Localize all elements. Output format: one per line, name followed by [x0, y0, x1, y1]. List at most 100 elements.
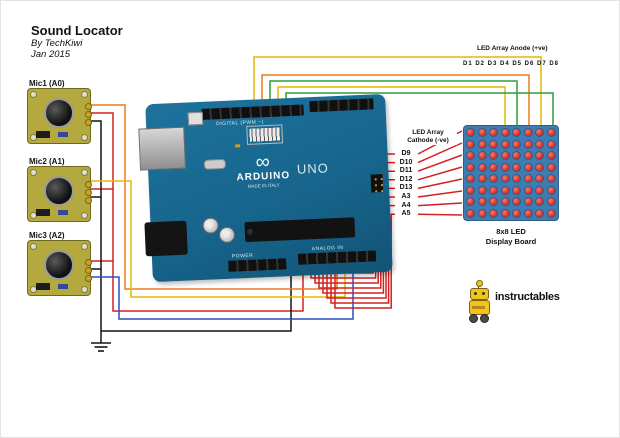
cathode-pin-label: A3 — [395, 193, 417, 201]
cathode-pin-label: D13 — [395, 184, 417, 193]
led-dot — [490, 175, 498, 183]
led-dot — [536, 152, 544, 160]
led-dot — [536, 175, 544, 183]
mounting-hole — [81, 212, 88, 219]
mounting-hole — [30, 243, 37, 250]
author-line: By TechKiwi — [31, 38, 83, 49]
crystal-oscillator — [203, 158, 227, 170]
led-dot — [513, 198, 521, 206]
led-dot — [547, 175, 555, 183]
cathode-pin-label: D12 — [395, 175, 417, 184]
led-dot — [501, 129, 509, 137]
title-block: Sound Locator By TechKiwi Jan 2015 — [31, 23, 123, 60]
led-dot — [478, 129, 486, 137]
cathode-wire — [417, 142, 463, 164]
cathode-wire — [417, 166, 463, 181]
amp-chip — [36, 283, 50, 290]
cathode-wire — [330, 204, 395, 304]
led-dot — [490, 186, 498, 194]
microphone-capsule — [44, 98, 74, 128]
led-dot — [478, 186, 486, 194]
cathode-wire — [417, 190, 463, 198]
led-dot — [547, 198, 555, 206]
mic2-signal-wire — [89, 180, 346, 298]
white-sticker — [246, 124, 284, 145]
capacitor — [202, 217, 219, 234]
instructables-wordmark: instructables — [495, 291, 560, 303]
power-bus-wire — [89, 112, 304, 312]
anode-pins-label: D1 D2 D3 D4 D5 D6 D7 D8 — [462, 61, 560, 67]
led-dot — [490, 140, 498, 148]
led-dot — [513, 140, 521, 148]
arduino-uno-board: DIGITAL (PWM ~) ∞ ARDUINO MADE IN ITALY … — [138, 93, 393, 283]
led-dot — [524, 152, 532, 160]
led-dot — [547, 140, 555, 148]
cathode-pin-label: A4 — [395, 201, 417, 210]
led-dot — [467, 198, 475, 206]
mounting-hole — [30, 169, 37, 176]
cathode-wire — [334, 213, 395, 309]
led-dot — [467, 129, 475, 137]
made-in-italy-text: MADE IN ITALY — [247, 182, 280, 189]
led-dot — [536, 209, 544, 217]
cathode-pin-label: D10 — [395, 158, 417, 167]
mounting-hole — [81, 134, 88, 141]
power-header — [228, 258, 287, 272]
led-dot — [524, 186, 532, 194]
led-dot — [467, 209, 475, 217]
gnd-pad — [85, 267, 92, 274]
cathode-wire — [417, 178, 463, 190]
resistor — [58, 210, 68, 215]
date-line: Jan 2015 — [31, 49, 71, 60]
led-dot — [501, 175, 509, 183]
power-pins-label: POWER — [231, 252, 254, 260]
led-dot — [490, 209, 498, 217]
mounting-hole — [81, 91, 88, 98]
resistor — [58, 284, 68, 289]
led-dot — [478, 152, 486, 160]
signal-pad — [85, 103, 92, 110]
led-dot — [478, 140, 486, 148]
led-dot — [513, 209, 521, 217]
vcc-pad — [85, 189, 92, 196]
led-dot — [467, 140, 475, 148]
cathode-wire — [417, 202, 463, 207]
led-dot — [524, 140, 532, 148]
vcc-pad — [85, 111, 92, 118]
mic2-module — [27, 166, 92, 222]
gnd-pad — [85, 119, 92, 126]
arduino-brand-text: ARDUINO — [236, 170, 291, 184]
led-dot — [490, 129, 498, 137]
led-dot — [536, 140, 544, 148]
led-dot — [547, 209, 555, 217]
led-dot — [536, 198, 544, 206]
led-dot — [478, 175, 486, 183]
mic3-label: Mic3 (A2) — [29, 231, 65, 240]
gnd-pad — [85, 197, 92, 204]
robot-body — [469, 300, 490, 315]
robot-wheel — [480, 314, 489, 323]
led-dot — [478, 198, 486, 206]
led-dot — [547, 129, 555, 137]
anode-wire-1 — [253, 56, 542, 125]
usb-port — [138, 126, 187, 171]
led-dot — [490, 152, 498, 160]
reset-button — [187, 111, 204, 126]
led-dot — [536, 129, 544, 137]
anode-label: LED Array Anode (+ve) — [477, 45, 548, 52]
signal-pad — [85, 181, 92, 188]
led-dot — [524, 163, 532, 171]
cathode-wire — [417, 213, 463, 216]
led-dot — [524, 129, 532, 137]
amp-chip — [36, 209, 50, 216]
led-dot — [501, 209, 509, 217]
digital-header-right — [309, 98, 374, 113]
mounting-hole — [81, 286, 88, 293]
arduino-logo: ∞ ARDUINO MADE IN ITALY UNO — [236, 150, 330, 189]
ground-arduino-wire — [101, 264, 292, 332]
led-dot — [467, 175, 475, 183]
robot-wheel — [469, 314, 478, 323]
cathode-pin-label: D9 — [395, 150, 417, 158]
